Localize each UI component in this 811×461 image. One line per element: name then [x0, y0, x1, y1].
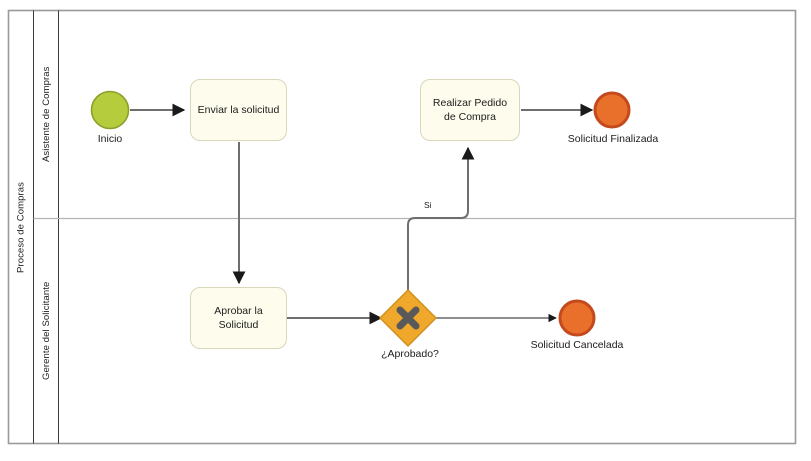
gateway-label: ¿Aprobado?	[381, 348, 439, 360]
task-enviar-la-solicitud[interactable]: Enviar la solicitud	[190, 79, 287, 141]
end-event-finalizada-label: Solicitud Finalizada	[567, 133, 659, 145]
lane-title-asistente-de-compras: Asistente de Compras	[41, 66, 52, 163]
flow-gateway-to-realizar	[407, 146, 475, 291]
lane-title-gerente-del-solicitante: Gerente del Solicitante	[41, 281, 52, 381]
end-event-solicitud-cancelada[interactable]	[558, 299, 596, 337]
task-realizar-pedido-de-compra[interactable]: Realizar Pedido de Compra	[420, 79, 520, 141]
gateway-x-icon	[396, 306, 420, 330]
end-event-cancelada-label: Solicitud Cancelada	[530, 339, 624, 351]
start-event-label: Inicio	[97, 133, 123, 145]
task-enviar-la-solicitud-label: Enviar la solicitud	[197, 104, 280, 116]
pool-frame	[7, 9, 797, 445]
task-realizar-pedido-de-compra-label: Realizar Pedido de Compra	[432, 97, 508, 123]
start-event-inicio[interactable]	[90, 90, 130, 130]
task-aprobar-la-solicitud-label: Aprobar la Solicitud	[214, 305, 263, 331]
pool-title: Proceso de Compras	[15, 181, 27, 273]
flow-label-si: Si	[424, 200, 432, 210]
task-aprobar-la-solicitud[interactable]: Aprobar la Solicitud	[190, 287, 287, 349]
end-event-solicitud-finalizada[interactable]	[593, 91, 631, 129]
